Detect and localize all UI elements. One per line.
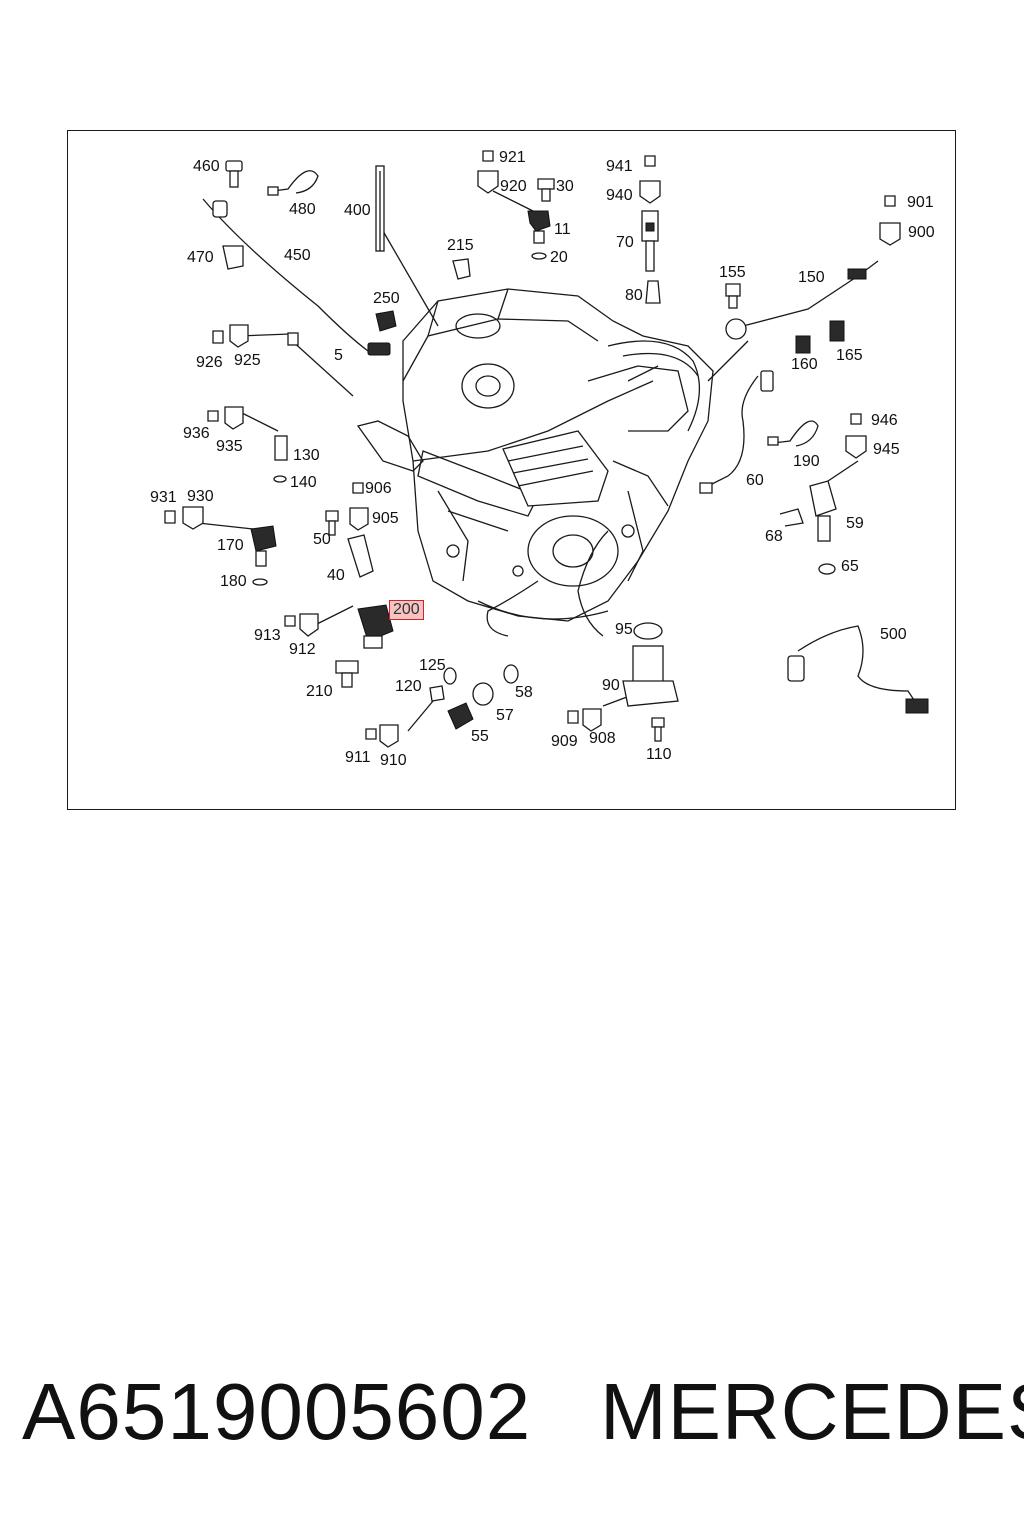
part-label-30: 30 [556, 178, 574, 195]
part-label-908: 908 [589, 730, 616, 747]
part-911-910-connector [365, 724, 399, 748]
part-160-165-clips [795, 320, 845, 354]
part-label-60: 60 [746, 472, 764, 489]
part-label-59: 59 [846, 515, 864, 532]
part-label-50: 50 [313, 531, 331, 548]
part-label-215: 215 [447, 237, 474, 254]
part-label-155: 155 [719, 264, 746, 281]
engine-sensor-diagram [164, 150, 929, 748]
engine-block-illustration [356, 288, 714, 637]
part-250-sensor [375, 310, 397, 332]
part-label-250: 250 [373, 290, 400, 307]
part-label-945: 945 [873, 441, 900, 458]
part-913-912-210-connector [284, 613, 359, 688]
part-200-map-sensor [357, 604, 394, 649]
part-label-5: 5 [334, 347, 343, 364]
part-label-926: 926 [196, 354, 223, 371]
part-906-905-50-40-sensor [325, 482, 374, 578]
part-155-150-knock-sensor [725, 260, 879, 340]
part-label-55: 55 [471, 728, 489, 745]
part-125-120-58-57-55 [429, 664, 519, 730]
part-label-58: 58 [515, 684, 533, 701]
part-215-clip [452, 258, 471, 280]
part-label-941: 941 [606, 158, 633, 175]
part-450-cable [212, 200, 391, 356]
part-941-940-70-sensor [639, 155, 661, 304]
part-931-930-170-sensor [164, 506, 277, 586]
part-label-130: 130 [293, 447, 320, 464]
part-label-925: 925 [234, 352, 261, 369]
part-label-921: 921 [499, 149, 526, 166]
part-30-11-20-sensor [527, 178, 555, 260]
part-label-150: 150 [798, 269, 825, 286]
part-label-936: 936 [183, 425, 210, 442]
part-480-cable-tie [267, 170, 319, 196]
part-label-470: 470 [187, 249, 214, 266]
part-label-906: 906 [365, 480, 392, 497]
part-190-cable-tie [767, 420, 819, 447]
part-label-68: 68 [765, 528, 783, 545]
part-label-170: 170 [217, 537, 244, 554]
part-label-190: 190 [793, 453, 820, 470]
part-label-913: 913 [254, 627, 281, 644]
part-label-125: 125 [419, 657, 446, 674]
part-label-480: 480 [289, 201, 316, 218]
part-label-905: 905 [372, 510, 399, 527]
part-label-65: 65 [841, 558, 859, 575]
parts-diagram-frame: 460 480 400 921 920 30 11 20 941 940 70 … [67, 130, 956, 810]
part-label-909: 909 [551, 733, 578, 750]
part-60-temp-sensor [699, 370, 774, 494]
part-label-930: 930 [187, 488, 214, 505]
part-label-910: 910 [380, 752, 407, 769]
part-label-940: 940 [606, 187, 633, 204]
part-926-925-5-glow-plug [212, 324, 354, 397]
part-label-900: 900 [908, 224, 935, 241]
part-label-80: 80 [625, 287, 643, 304]
part-label-70: 70 [616, 234, 634, 251]
part-label-90: 90 [602, 677, 620, 694]
part-901-900-connector [879, 195, 901, 246]
footer-part-number: A6519005602 [22, 1367, 532, 1456]
part-label-946: 946 [871, 412, 898, 429]
part-label-210: 210 [306, 683, 333, 700]
part-label-57: 57 [496, 707, 514, 724]
part-label-450: 450 [284, 247, 311, 264]
part-label-120: 120 [395, 678, 422, 695]
part-946-945-59-temp-sensor [779, 413, 867, 575]
part-label-160: 160 [791, 356, 818, 373]
part-label-901: 901 [907, 194, 934, 211]
part-label-165: 165 [836, 347, 863, 364]
part-label-912: 912 [289, 641, 316, 658]
part-909-908-connector [567, 708, 602, 732]
part-400-dipstick [375, 165, 385, 252]
part-label-11: 11 [554, 221, 571, 238]
part-label-200-highlighted[interactable]: 200 [389, 600, 424, 620]
part-label-920: 920 [500, 178, 527, 195]
part-936-935-130-sensor [207, 406, 288, 483]
part-label-180: 180 [220, 573, 247, 590]
footer-brand-name: MERCEDES [600, 1367, 1024, 1456]
part-label-140: 140 [290, 474, 317, 491]
part-460-bolt [225, 160, 243, 188]
part-label-400: 400 [344, 202, 371, 219]
part-label-911: 911 [345, 749, 371, 766]
part-921-920-connector [477, 150, 534, 212]
part-label-931: 931 [150, 489, 177, 506]
part-label-110: 110 [646, 746, 672, 763]
part-95-90-110-oil-sensor [622, 622, 679, 742]
part-label-20: 20 [550, 249, 568, 266]
part-label-95: 95 [615, 621, 633, 638]
part-500-exhaust-sensor [787, 625, 929, 714]
part-label-500: 500 [880, 626, 907, 643]
part-label-460: 460 [193, 158, 220, 175]
part-label-40: 40 [327, 567, 345, 584]
part-label-935: 935 [216, 438, 243, 455]
